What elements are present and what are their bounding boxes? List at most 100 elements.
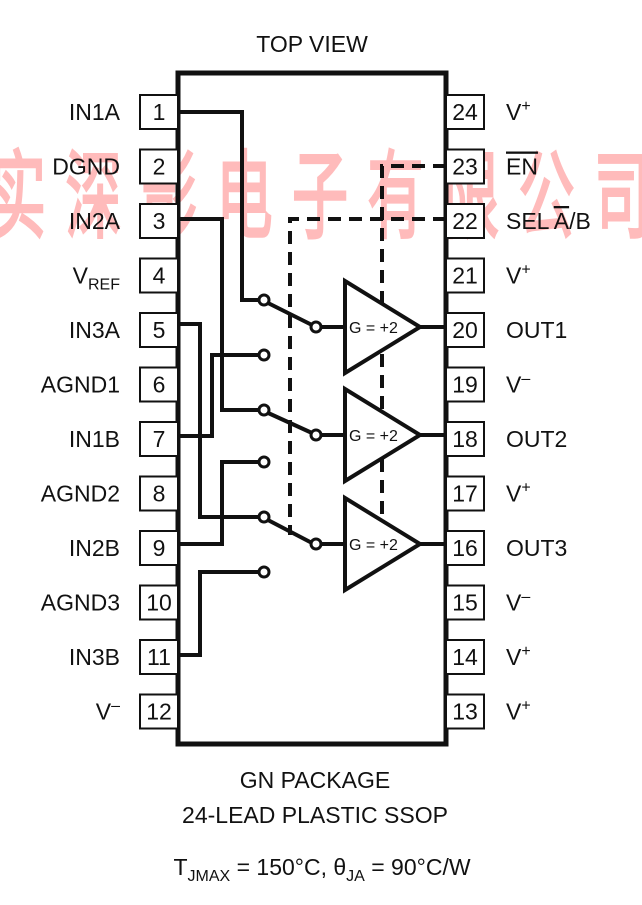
right-pin-label: V+ (506, 98, 531, 125)
pin-box (139, 530, 179, 566)
pin-label-name: AGND1 (41, 372, 120, 398)
pin-number: 19 (452, 372, 478, 398)
right-pin-label: V+ (506, 643, 531, 670)
left-pin-label: IN2A (69, 208, 121, 234)
left-pin: 12 V– (96, 693, 179, 730)
pin-label-superscript: + (521, 480, 530, 497)
pin-label-name: IN3A (69, 317, 121, 343)
left-pin: 10 AGND3 (41, 584, 179, 621)
left-pin: 3 IN2A (69, 203, 179, 239)
pin-box (445, 257, 485, 294)
pin-number: 8 (153, 481, 166, 507)
pin-label-name: DGND (52, 154, 120, 180)
amplifier-gain-label: G = +2 (349, 320, 398, 337)
pin-number: 11 (147, 644, 171, 670)
pin-label-name: AGND3 (41, 590, 120, 616)
left-pin-label: AGND3 (41, 590, 120, 616)
amplifier-triangle-3 (343, 494, 424, 594)
pin-number: 3 (153, 208, 166, 234)
theta-value: = 90°C/W (365, 854, 471, 880)
tj-label: T (173, 854, 187, 880)
pin-box (139, 257, 179, 294)
left-pin-label: IN1A (69, 99, 121, 125)
wire-in2a (178, 217, 262, 412)
right-pin-label: OUT1 (506, 317, 567, 343)
left-pin-label: V– (96, 698, 120, 725)
pin-number: 10 (146, 590, 172, 616)
switch-contact (257, 293, 271, 307)
pin-label-name: IN2B (69, 535, 120, 561)
pin-box (139, 421, 179, 457)
top-view-label: TOP VIEW (256, 31, 368, 57)
pin-label-superscript: + (521, 698, 530, 715)
switch-common (309, 428, 323, 442)
switch-contact (257, 403, 271, 417)
pin-number: 4 (153, 263, 166, 289)
switch-contacts (257, 293, 323, 579)
pin-box (445, 366, 485, 403)
amplifier-triangle-2 (343, 385, 424, 485)
pin-box (139, 639, 179, 675)
left-pin-label: IN3A (69, 317, 121, 343)
pin-box (139, 693, 179, 730)
pin-label-superscript: + (521, 643, 530, 660)
left-pin-label: IN2B (69, 535, 120, 561)
amplifier-gain-label: G = +2 (349, 537, 398, 554)
pin-label-overline: A (554, 208, 570, 234)
pin-box (445, 94, 485, 130)
right-pin-label: V+ (506, 480, 531, 507)
pin-number: 7 (153, 426, 166, 452)
pin-label-name: V (506, 263, 522, 289)
right-pin: 19 V– (445, 366, 530, 403)
amplifier-triangle-1 (343, 277, 424, 377)
amplifiers: G = +2 G = +2 G = +2 (343, 277, 424, 594)
pin-label-name: IN2A (69, 208, 121, 234)
pin-box (445, 639, 485, 675)
pin-label-superscript: + (521, 98, 530, 115)
pin-number: 22 (452, 208, 478, 234)
pin-box (445, 693, 485, 730)
switch-contact (257, 455, 271, 469)
pin-box (139, 94, 179, 130)
pin-box (139, 366, 179, 403)
pin-number: 16 (452, 535, 478, 561)
pin-box (139, 312, 179, 348)
right-pin-label: OUT3 (506, 535, 567, 561)
pin-label-name: OUT2 (506, 426, 567, 452)
thermal-spec: TJMAX = 150°C, θJA = 90°C/W (173, 854, 470, 885)
pin-label-suffix: /B (569, 208, 591, 234)
right-pin-label: V+ (506, 262, 531, 289)
left-pin-label: AGND2 (41, 481, 120, 507)
left-pin-label: IN3B (69, 644, 120, 670)
pin-box (445, 421, 485, 457)
wire-in2b (178, 460, 262, 546)
switch-common (309, 320, 323, 334)
switch-contact (257, 510, 271, 524)
en-control-line (380, 164, 446, 518)
pin-label-name: OUT3 (506, 535, 567, 561)
pin-label-superscript: + (521, 262, 530, 279)
left-pin-label: AGND1 (41, 372, 120, 398)
watermark-text: 实 深 影 电 子 有 限 公 司 (0, 141, 642, 253)
tj-subscript: JMAX (188, 868, 231, 885)
right-pin-label: V– (506, 371, 530, 398)
package-description: 24-LEAD PLASTIC SSOP (182, 802, 448, 828)
switch-contact (257, 565, 271, 579)
pin-box (445, 530, 485, 566)
left-pin: 11 IN3B (69, 639, 179, 675)
pin-box (445, 312, 485, 348)
left-pin: 8 AGND2 (41, 475, 179, 512)
wire-in3a (178, 322, 262, 519)
pin-label-name: V (506, 481, 522, 507)
pin-number: 12 (146, 699, 172, 725)
pin-label-name: OUT1 (506, 317, 567, 343)
